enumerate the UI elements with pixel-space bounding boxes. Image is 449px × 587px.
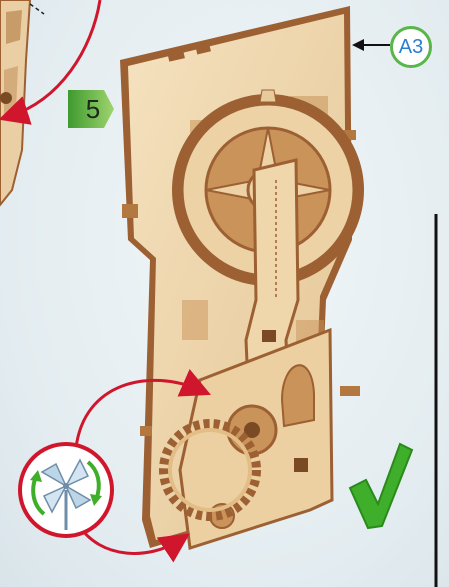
pinwheel-rotate-icon: [20, 444, 112, 536]
step-number: 5: [70, 88, 116, 130]
check-mark-icon: [350, 444, 412, 528]
callout-arrow: [352, 39, 390, 51]
part-callout-label: A3: [390, 26, 432, 68]
